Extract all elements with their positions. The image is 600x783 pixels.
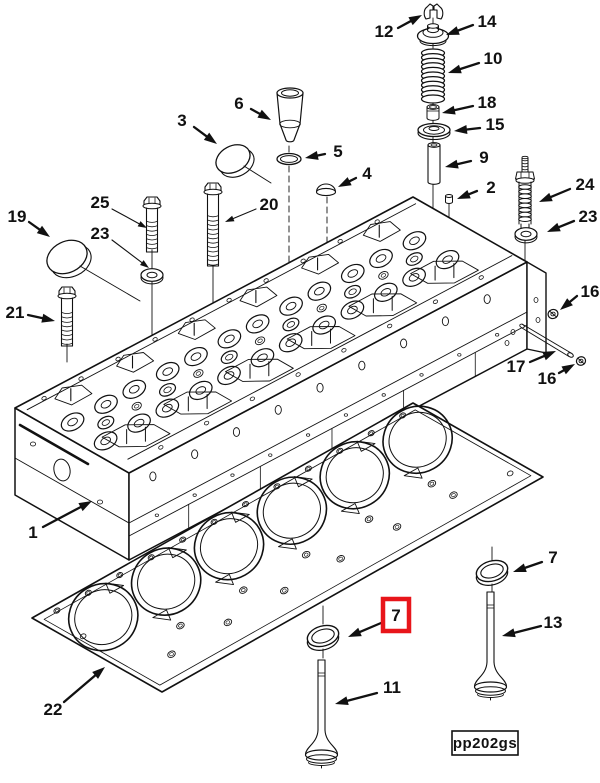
part-24-stud bbox=[515, 155, 535, 231]
part-9-valve-guide bbox=[427, 142, 441, 185]
callout-21[interactable]: 21 bbox=[6, 303, 55, 323]
callout-label-15[interactable]: 15 bbox=[486, 115, 505, 134]
callouts: 12 14 10 18 15 9 2 24 23 16 17 16 6 3 5 4 20 25 23 19 21 1 22 7… bbox=[6, 12, 600, 719]
callout-label-17[interactable]: 17 bbox=[507, 357, 526, 376]
callout-12[interactable]: 12 bbox=[375, 15, 422, 41]
callout-20[interactable]: 20 bbox=[225, 195, 278, 222]
exploded-parts bbox=[46, 3, 587, 769]
part-23-washer bbox=[514, 227, 538, 244]
part-12-valve-keepers bbox=[423, 3, 444, 20]
part-14-spring-retainer bbox=[416, 23, 450, 47]
callout-16-upper[interactable]: 16 bbox=[560, 282, 599, 310]
figure-code-label: pp202gs bbox=[453, 735, 517, 752]
callout-label-16-upper[interactable]: 16 bbox=[581, 282, 600, 301]
callout-label-14[interactable]: 14 bbox=[478, 12, 497, 31]
callout-17[interactable]: 17 bbox=[507, 351, 556, 376]
callout-25[interactable]: 25 bbox=[91, 193, 147, 228]
callout-label-10[interactable]: 10 bbox=[484, 49, 503, 68]
callout-label-13[interactable]: 13 bbox=[544, 613, 563, 632]
part-17-tube bbox=[519, 323, 574, 358]
callout-label-23-left[interactable]: 23 bbox=[91, 224, 110, 243]
part-bolt bbox=[203, 182, 223, 267]
callout-22[interactable]: 22 bbox=[44, 667, 105, 719]
part-valve bbox=[304, 659, 339, 769]
callout-14[interactable]: 14 bbox=[446, 12, 497, 35]
callout-label-9[interactable]: 9 bbox=[479, 148, 488, 167]
callout-15[interactable]: 15 bbox=[454, 115, 504, 134]
callout-label-5[interactable]: 5 bbox=[333, 142, 342, 161]
callout-3[interactable]: 3 bbox=[177, 111, 217, 144]
callout-label-2[interactable]: 2 bbox=[486, 178, 495, 197]
callout-label-12[interactable]: 12 bbox=[375, 22, 394, 41]
callout-label-19[interactable]: 19 bbox=[8, 207, 27, 226]
callout-label-4[interactable]: 4 bbox=[362, 164, 372, 183]
figure-code-border bbox=[451, 730, 519, 756]
part-18-stem-seal bbox=[426, 104, 440, 121]
callout-18[interactable]: 18 bbox=[442, 93, 496, 115]
callout-label-11[interactable]: 11 bbox=[383, 678, 401, 697]
part-6-injector-sleeve bbox=[276, 87, 304, 143]
callout-23-left[interactable]: 23 bbox=[91, 224, 149, 268]
part-4-cap bbox=[315, 183, 337, 197]
part-1-cylinder-head bbox=[14, 196, 547, 561]
callout-label-24[interactable]: 24 bbox=[576, 175, 595, 194]
callout-7-highlighted[interactable]: 7 bbox=[348, 596, 412, 637]
callout-label-22[interactable]: 22 bbox=[44, 700, 63, 719]
callout-10[interactable]: 10 bbox=[448, 49, 503, 74]
part-valve bbox=[473, 591, 508, 701]
part-19-cup-plug bbox=[46, 239, 141, 302]
callout-7-right[interactable]: 7 bbox=[513, 548, 558, 573]
callout-label-18[interactable]: 18 bbox=[478, 93, 497, 112]
figure-code-box: pp202gs bbox=[451, 730, 519, 756]
callout-label-25[interactable]: 25 bbox=[91, 193, 110, 212]
callout-label-21[interactable]: 21 bbox=[6, 303, 25, 322]
part-7-valve-seat bbox=[475, 559, 509, 586]
callout-label-7-right[interactable]: 7 bbox=[548, 548, 557, 567]
callout-label-16-lower[interactable]: 16 bbox=[538, 369, 557, 388]
callout-5[interactable]: 5 bbox=[305, 142, 343, 161]
callout-label-6[interactable]: 6 bbox=[234, 94, 243, 113]
callout-label-1[interactable]: 1 bbox=[28, 523, 37, 542]
part-3-cup-plug bbox=[215, 144, 272, 184]
part-10-valve-spring bbox=[420, 48, 446, 104]
part-bolt bbox=[142, 196, 162, 253]
part-16-plug bbox=[575, 356, 587, 366]
callout-label-3[interactable]: 3 bbox=[177, 111, 186, 130]
callout-11[interactable]: 11 bbox=[335, 678, 401, 706]
part-22-head-gasket bbox=[31, 402, 544, 693]
part-5-oring bbox=[276, 152, 302, 166]
highlight-box bbox=[380, 596, 412, 634]
callout-24[interactable]: 24 bbox=[539, 175, 595, 202]
callout-label-23-right[interactable]: 23 bbox=[579, 207, 598, 226]
part-16-plug bbox=[547, 308, 559, 320]
callout-13[interactable]: 13 bbox=[502, 613, 563, 638]
part-2-plug bbox=[445, 194, 453, 204]
callout-4[interactable]: 4 bbox=[338, 164, 372, 187]
callout-label-7-highlighted[interactable]: 7 bbox=[391, 606, 400, 625]
callout-19[interactable]: 19 bbox=[8, 207, 50, 237]
part-bolt bbox=[57, 286, 77, 347]
part-7-valve-seat bbox=[306, 624, 340, 651]
callout-label-20[interactable]: 20 bbox=[260, 195, 279, 214]
part-15-spring-guide bbox=[417, 122, 451, 141]
callout-23-right[interactable]: 23 bbox=[547, 207, 597, 232]
callout-16-lower[interactable]: 16 bbox=[538, 364, 575, 388]
callout-6[interactable]: 6 bbox=[234, 94, 271, 120]
callout-1[interactable]: 1 bbox=[28, 501, 92, 542]
callout-9[interactable]: 9 bbox=[445, 148, 489, 169]
callout-2[interactable]: 2 bbox=[457, 178, 496, 199]
part-23-washer bbox=[140, 268, 164, 285]
